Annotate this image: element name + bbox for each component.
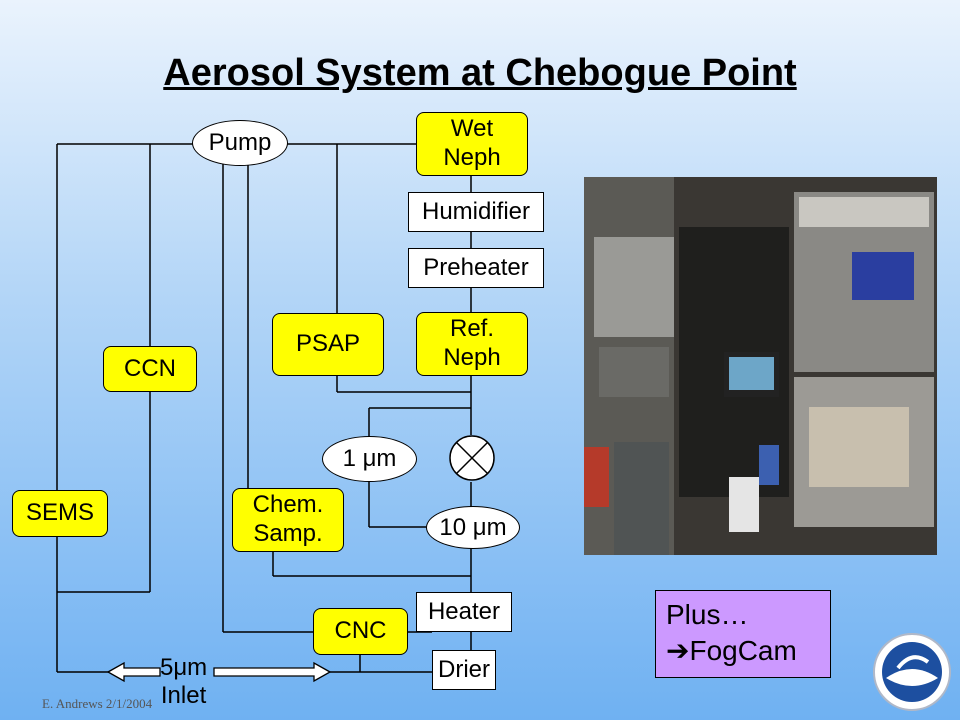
cnc-box: CNC: [313, 608, 408, 655]
footer-author-date: E. Andrews 2/1/2004: [42, 696, 153, 711]
psap-box: PSAP: [272, 313, 384, 376]
inlet-label: 5μm Inlet: [160, 654, 207, 709]
page-title: Aerosol System at Chebogue Point: [163, 52, 797, 94]
heater-box: Heater: [416, 592, 512, 632]
noaa-logo-icon: [873, 633, 951, 711]
valve-icon: [449, 435, 495, 481]
preheater-box: Preheater: [408, 248, 544, 288]
rack-photo-illustration: [584, 177, 937, 555]
ccn-box: CCN: [103, 346, 197, 392]
drier-box: Drier: [432, 650, 496, 690]
sems-box: SEMS: [12, 490, 108, 537]
instrument-rack-photo: [584, 177, 937, 555]
impactor-1um: 1 μm: [322, 436, 417, 482]
inlet-text: Inlet: [160, 681, 207, 709]
inlet-size: 5μm: [160, 654, 208, 681]
plus-fogcam-note: Plus… ➔FogCam: [655, 590, 831, 678]
pump-ellipse: Pump: [192, 120, 288, 166]
chem-samp-box: Chem. Samp.: [232, 488, 344, 552]
impactor-10um: 10 μm: [426, 506, 520, 549]
ref-neph-box: Ref. Neph: [416, 312, 528, 376]
wet-neph-box: Wet Neph: [416, 112, 528, 176]
humidifier-box: Humidifier: [408, 192, 544, 232]
